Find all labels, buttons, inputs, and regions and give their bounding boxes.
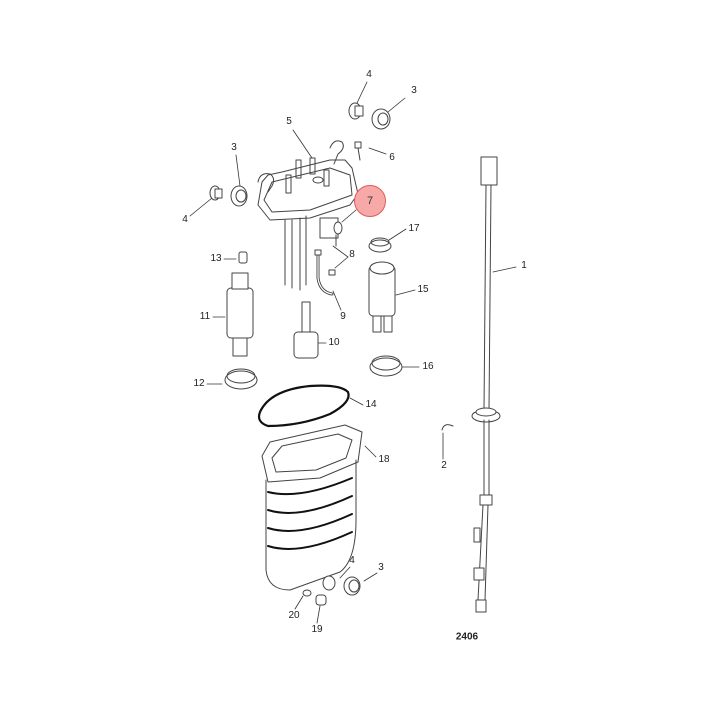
part-17-seal	[368, 237, 392, 253]
callout-16[interactable]: 16	[422, 361, 434, 372]
part-16-retainer	[369, 355, 403, 377]
callout-4[interactable]: 4	[349, 555, 355, 566]
part-6-screw	[354, 141, 362, 161]
callout-12[interactable]: 12	[193, 378, 205, 389]
callout-18[interactable]: 18	[378, 454, 390, 465]
part-12-retainer	[224, 368, 258, 390]
callout-8[interactable]: 8	[349, 249, 355, 260]
callout-11[interactable]: 11	[199, 311, 211, 322]
callout-19[interactable]: 19	[311, 624, 323, 635]
part-15-pump	[368, 261, 396, 333]
figure-number: 2406	[455, 631, 479, 643]
part-2-clip	[441, 424, 454, 431]
callout-4[interactable]: 4	[366, 69, 372, 80]
callout-3[interactable]: 3	[378, 562, 384, 573]
callout-17[interactable]: 17	[408, 223, 420, 234]
highlight-label: 7	[366, 195, 374, 207]
part-5-cover	[257, 140, 359, 291]
callout-14[interactable]: 14	[365, 399, 377, 410]
part-20-oring	[302, 589, 312, 597]
part-3-grommet-left	[230, 185, 248, 207]
callout-20[interactable]: 20	[288, 610, 300, 621]
callout-15[interactable]: 15	[417, 284, 429, 295]
part-9-hose	[316, 253, 334, 296]
callout-10[interactable]: 10	[328, 337, 340, 348]
leader-lines	[189, 81, 517, 624]
part-8-clamps	[314, 249, 336, 276]
callout-9[interactable]: 9	[340, 311, 346, 322]
callout-5[interactable]: 5	[286, 116, 292, 127]
callout-4[interactable]: 4	[182, 214, 188, 225]
callout-6[interactable]: 6	[389, 152, 395, 163]
callout-13[interactable]: 13	[210, 253, 222, 264]
callout-2[interactable]: 2	[441, 460, 447, 471]
part-18-reservoir	[261, 424, 363, 591]
callout-3[interactable]: 3	[231, 142, 237, 153]
part-1-sender	[471, 156, 501, 613]
part-14-gasket	[257, 384, 350, 428]
part-4-plug-left	[209, 185, 223, 201]
highlight-callout-7[interactable]: 7	[354, 185, 386, 217]
part-3-grommet-top	[371, 108, 391, 130]
callout-1[interactable]: 1	[521, 260, 527, 271]
part-13-filter	[238, 251, 248, 264]
part-3-grommet-bottom	[343, 576, 361, 596]
part-7-regulator	[319, 217, 343, 247]
callout-3[interactable]: 3	[411, 85, 417, 96]
part-4-plug-top	[348, 102, 364, 120]
part-19-fitting	[315, 594, 327, 606]
part-10-filter	[293, 301, 319, 359]
part-11-pump	[226, 272, 254, 357]
part-4-plug-bottom	[322, 575, 336, 591]
